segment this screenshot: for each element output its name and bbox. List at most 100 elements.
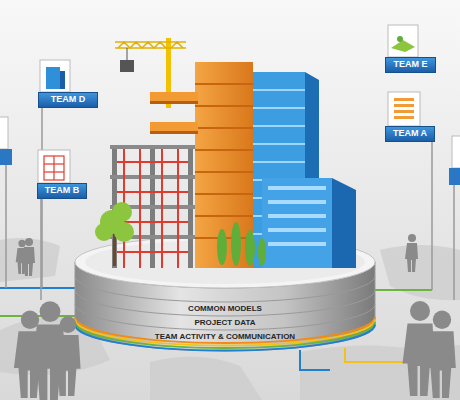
orange-building bbox=[150, 131, 198, 134]
people bbox=[405, 234, 418, 272]
trees bbox=[95, 202, 266, 266]
trees bbox=[245, 230, 255, 266]
steel-frame bbox=[110, 145, 195, 268]
orange-building bbox=[195, 215, 253, 217]
world-map bbox=[150, 357, 262, 400]
steel-frame bbox=[139, 149, 141, 268]
crane bbox=[120, 60, 134, 72]
steel-frame bbox=[117, 161, 188, 163]
band-label: PROJECT DATA bbox=[194, 319, 255, 328]
low-blue-building bbox=[262, 178, 356, 268]
crane bbox=[115, 47, 186, 49]
data-disc bbox=[75, 317, 375, 343]
network-line bbox=[0, 287, 80, 289]
low-blue-building bbox=[268, 186, 326, 190]
pole bbox=[40, 199, 42, 300]
team-icon bbox=[44, 156, 64, 180]
team-icon bbox=[53, 156, 54, 180]
orange-building bbox=[195, 84, 253, 238]
orange-building bbox=[195, 83, 253, 85]
orange-building bbox=[150, 92, 198, 101]
data-disc bbox=[75, 304, 375, 330]
crane bbox=[127, 48, 128, 60]
tall-blue-building bbox=[253, 143, 305, 145]
band-label: TEAM ACTIVITY & COMMUNICATION bbox=[155, 333, 295, 342]
disc-band: TEAM ACTIVITY & COMMUNICATION bbox=[151, 332, 300, 343]
team-icon bbox=[46, 67, 60, 89]
team-icon bbox=[394, 104, 414, 107]
orange-building bbox=[150, 101, 198, 134]
steel-frame bbox=[117, 251, 188, 253]
people bbox=[14, 234, 456, 400]
team-icon bbox=[0, 149, 12, 165]
disc-band: COMMON MODELS bbox=[184, 304, 266, 315]
team-icon bbox=[0, 117, 8, 149]
low-blue-building bbox=[332, 178, 356, 268]
team-icon bbox=[449, 168, 460, 185]
pole bbox=[431, 141, 433, 290]
tall-blue-building bbox=[253, 107, 305, 109]
team-icon bbox=[38, 150, 70, 183]
team-label-box: TEAM B bbox=[37, 183, 87, 199]
trees bbox=[112, 202, 132, 222]
trees bbox=[217, 229, 227, 265]
crane bbox=[115, 41, 186, 43]
world-map bbox=[0, 238, 60, 282]
orange-building bbox=[195, 62, 253, 268]
orange-building bbox=[195, 149, 253, 151]
orange-building bbox=[195, 171, 253, 173]
team-icon bbox=[394, 98, 414, 101]
team-icon bbox=[394, 116, 414, 119]
tall-blue-building bbox=[253, 125, 305, 127]
low-blue-building bbox=[262, 178, 332, 268]
team-label-box: TEAM E bbox=[385, 57, 436, 73]
team-name: TEAM D bbox=[51, 95, 86, 105]
data-disc bbox=[75, 290, 375, 316]
tall-blue-building bbox=[253, 161, 305, 163]
steel-frame bbox=[161, 149, 163, 268]
steel-frame bbox=[117, 191, 188, 193]
data-disc bbox=[75, 325, 375, 351]
trees bbox=[114, 222, 134, 242]
team-icon bbox=[40, 60, 70, 92]
crane bbox=[118, 42, 183, 48]
team-icon bbox=[44, 156, 64, 180]
orange-building bbox=[195, 105, 253, 107]
team-icon bbox=[397, 36, 403, 42]
steel-frame bbox=[110, 175, 195, 179]
team-icon bbox=[60, 71, 65, 89]
team-icon bbox=[391, 40, 415, 52]
low-blue-building bbox=[268, 200, 326, 204]
data-disc bbox=[75, 317, 375, 351]
pole bbox=[5, 165, 7, 288]
pole bbox=[453, 185, 455, 300]
team-icon bbox=[394, 98, 414, 119]
orange-building bbox=[150, 122, 198, 131]
trees bbox=[95, 202, 134, 242]
people bbox=[426, 311, 456, 398]
team-name: TEAM E bbox=[393, 60, 427, 70]
crane bbox=[115, 42, 186, 48]
network-line bbox=[372, 289, 432, 291]
team-label-box: TEAM D bbox=[38, 92, 98, 108]
team-icon bbox=[388, 25, 418, 57]
orange-building bbox=[195, 193, 253, 195]
steel-frame bbox=[110, 145, 195, 149]
low-blue-building bbox=[268, 214, 326, 218]
team-icon bbox=[388, 92, 420, 126]
orange-building bbox=[150, 101, 198, 104]
data-disc bbox=[75, 320, 375, 346]
low-blue-building bbox=[268, 228, 326, 232]
trees bbox=[95, 223, 113, 241]
band-label: COMMON MODELS bbox=[188, 305, 262, 314]
team-icon bbox=[394, 110, 414, 113]
trees bbox=[217, 222, 266, 266]
team-name: TEAM A bbox=[393, 129, 427, 139]
orange-building bbox=[195, 127, 253, 129]
network-line bbox=[300, 350, 330, 370]
team-label-box: TEAM A bbox=[385, 126, 435, 142]
low-blue-building bbox=[268, 186, 326, 246]
world-map bbox=[380, 245, 460, 300]
